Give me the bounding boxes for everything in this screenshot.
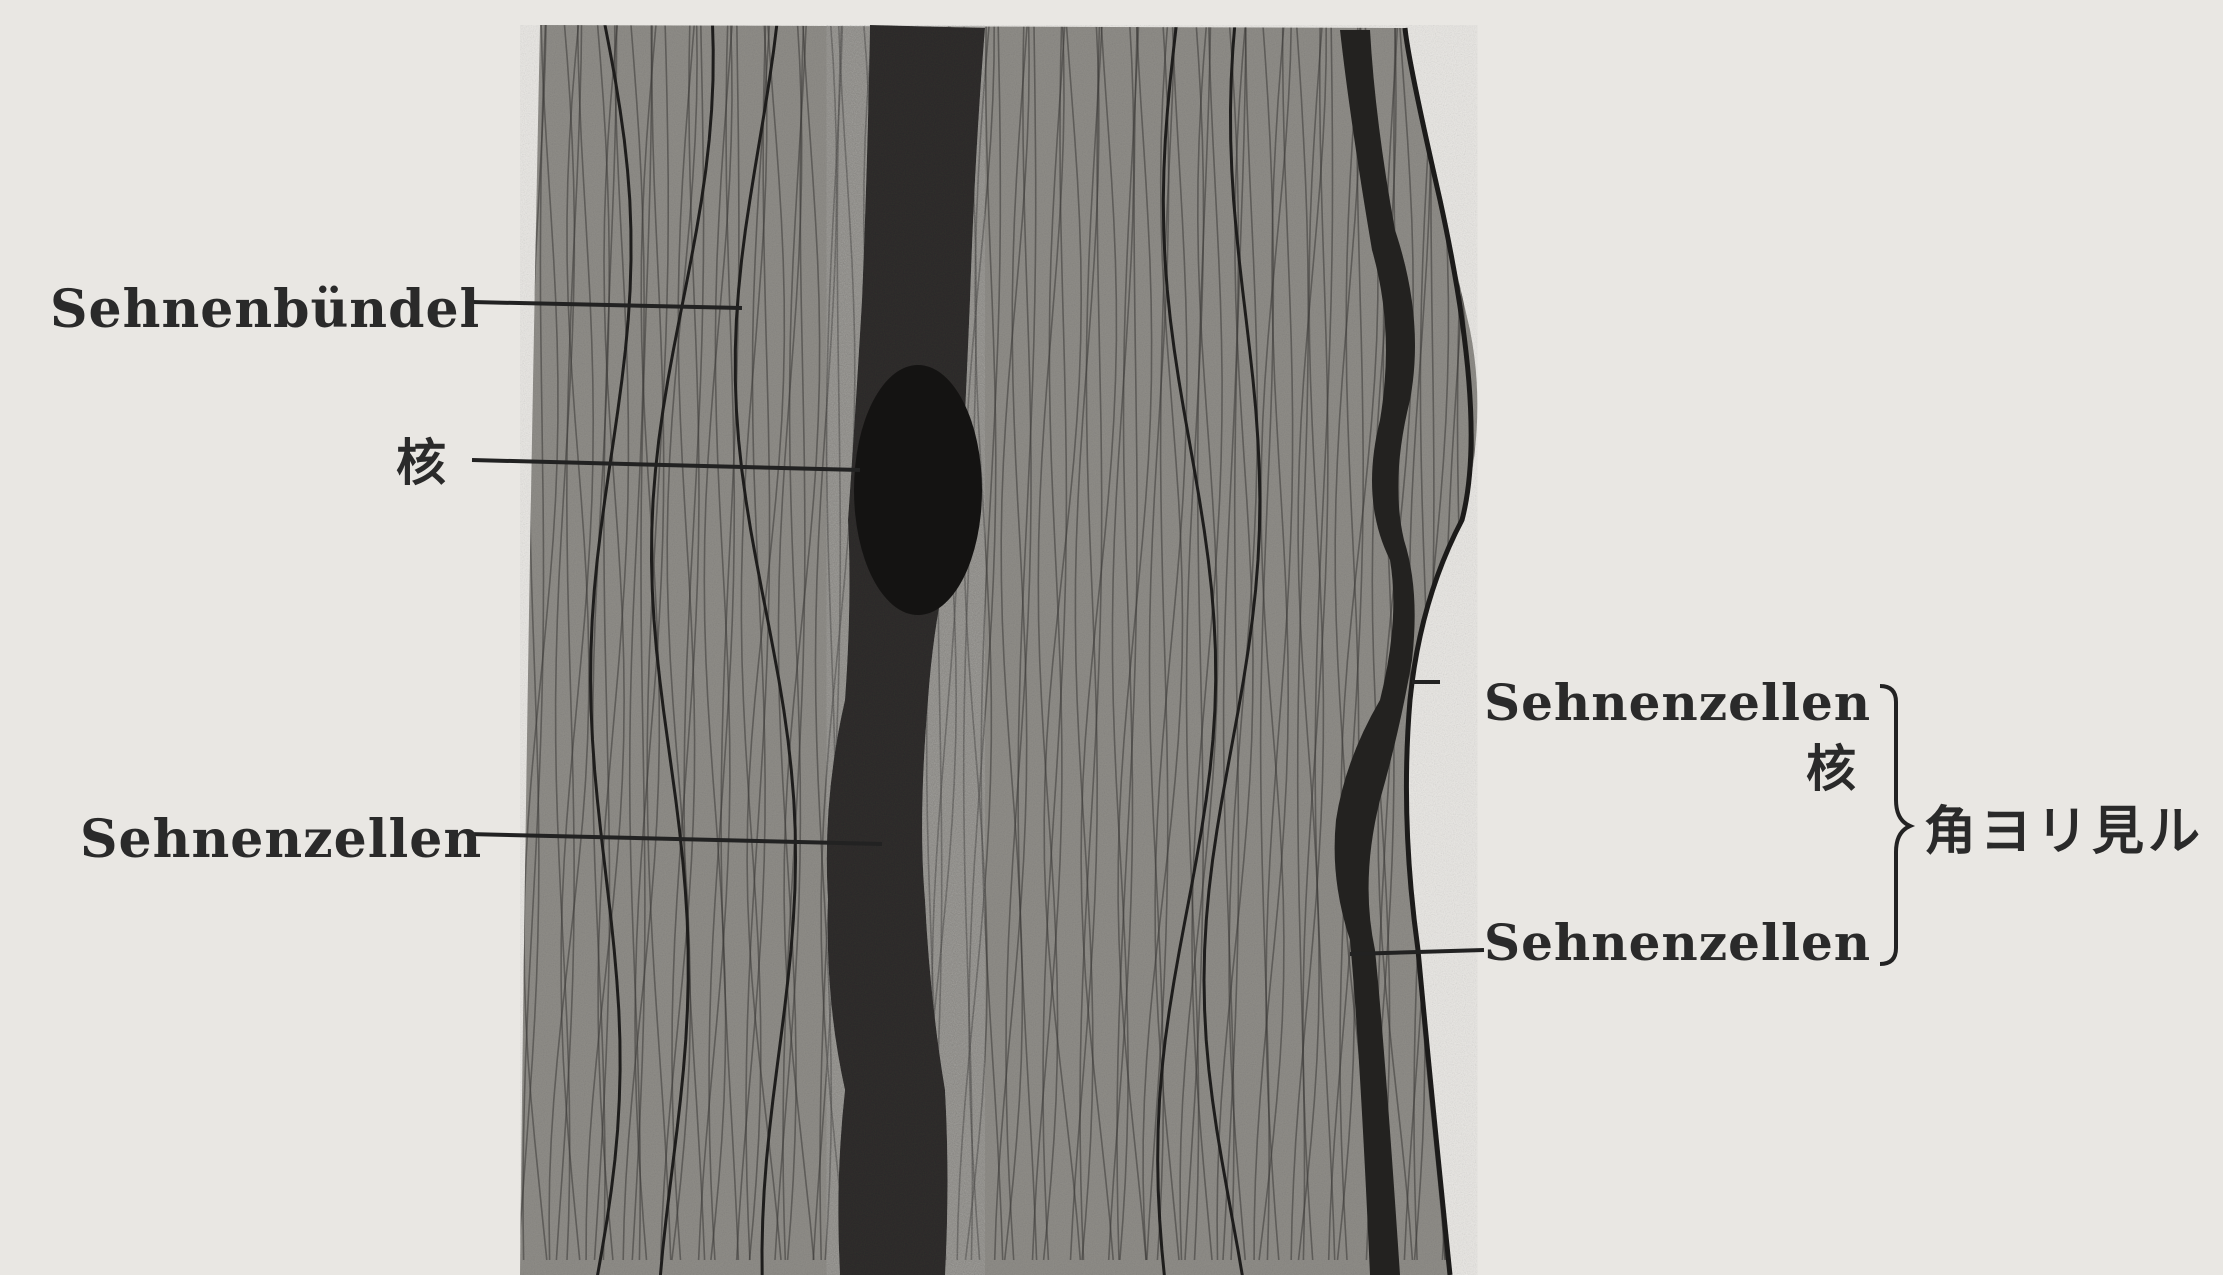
label-sehnenzellen-left: Sehnenzellen — [80, 814, 482, 866]
tendon-tissue-block — [518, 20, 1484, 1275]
fiber-line — [1452, 20, 1484, 1260]
fiber-line — [1447, 20, 1466, 1260]
label-sehnenbuendel: Sehnenbündel — [50, 284, 480, 336]
label-sehnenzellen-right-top: Sehnenzellen — [1484, 678, 1871, 728]
nucleus-central — [854, 365, 982, 615]
label-sehnenzellen-right-bottom: Sehnenzellen — [1484, 918, 1871, 968]
fiber-line — [1440, 20, 1479, 1260]
label-side-view: 角ヨリ見ル — [1924, 806, 2204, 858]
tissue-background — [520, 25, 1477, 1275]
fiber-line — [1442, 20, 1471, 1260]
label-nucleus: 核 — [396, 438, 446, 488]
label-nucleus-right: 核 — [1806, 744, 1856, 794]
grouping-brace — [1880, 686, 1910, 964]
